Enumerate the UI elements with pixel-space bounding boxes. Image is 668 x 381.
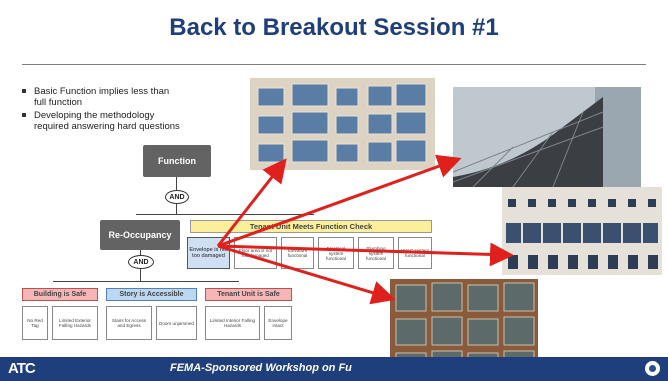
connector	[176, 177, 177, 191]
tenant-item-electrical: Electrical system functional	[318, 237, 354, 269]
photo-office-grid	[502, 187, 662, 275]
building-item: No Red Tag	[22, 306, 48, 340]
tenant-check-box: Tenant Unit Meets Function Check	[190, 220, 432, 233]
slide-title: Back to Breakout Session #1	[169, 14, 499, 41]
footer-text: FEMA-Sponsored Workshop on Fu	[170, 362, 352, 374]
arrow-to-office-grid	[217, 242, 514, 267]
arrow-to-curved-tower	[217, 154, 462, 248]
title-divider	[22, 64, 646, 65]
arrow-to-damaged-brick	[217, 244, 396, 305]
photo-window-facade	[250, 78, 435, 170]
tenant-item-plumbing: Plumbing system functional	[358, 237, 394, 269]
unit-item: Limited Interior Falling Hazards	[205, 306, 260, 340]
story-item: Stairs for Access and Egress	[106, 306, 152, 340]
connector	[140, 269, 141, 281]
connector	[140, 250, 141, 256]
atc-logo: ATC	[8, 360, 36, 377]
category-story-accessible: Story is Accessible	[106, 288, 197, 301]
category-building-safe: Building is Safe	[22, 288, 98, 301]
building-item: Limited Exterior Falling Hazards	[52, 306, 98, 340]
and-gate: AND	[165, 190, 189, 204]
unit-item: Envelope intact	[264, 306, 292, 340]
function-box: Function	[143, 145, 211, 177]
and-gate: AND	[128, 255, 154, 269]
photo-curved-tower	[453, 87, 641, 187]
footer-bar: ATC FEMA-Sponsored Workshop on Fu	[0, 357, 668, 381]
connector	[136, 214, 314, 215]
category-tenant-unit-safe: Tenant Unit is Safe	[205, 288, 292, 301]
tenant-item-envelope: Envelope is not too damaged	[187, 237, 230, 269]
reoccupancy-box: Re-Occupancy	[100, 220, 180, 250]
arrow-to-window-facade	[216, 158, 287, 247]
bullet-item: Basic Function implies less than full fu…	[20, 86, 182, 108]
story-item: Doors unjammed	[156, 306, 197, 340]
bullet-item: Developing the methodology required answ…	[20, 110, 182, 132]
connector	[53, 281, 239, 282]
bullet-list: Basic Function implies less than full fu…	[20, 86, 182, 134]
connector	[176, 204, 177, 214]
dhs-seal-icon	[645, 361, 660, 376]
